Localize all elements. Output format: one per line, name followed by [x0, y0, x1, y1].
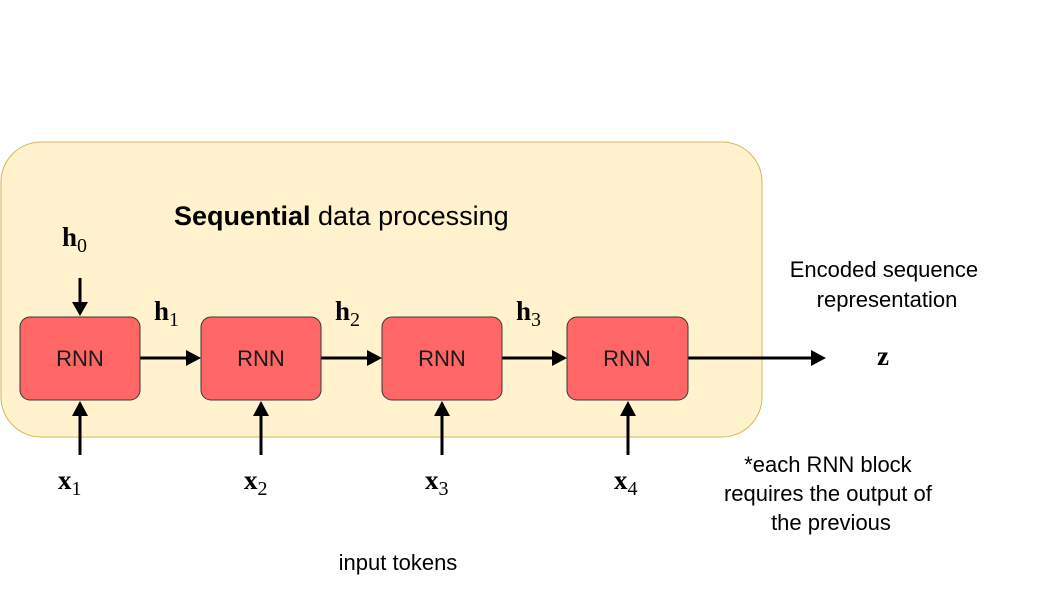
arrow-x2-to-rnn2: [253, 401, 269, 455]
arrow-rnn1-to-rnn2: [140, 350, 201, 366]
initial-state-label: h0: [62, 222, 87, 257]
hidden-state-label-1: h1: [154, 296, 179, 331]
rnn-block-2: RNN: [200, 316, 322, 401]
arrow-x4-to-rnn4: [620, 401, 636, 455]
rnn-block-label: RNN: [603, 346, 651, 371]
rnn-block-1: RNN: [19, 316, 141, 401]
panel-title-rest: data processing: [311, 201, 509, 231]
arrow-rnn3-to-rnn4: [502, 350, 567, 366]
input-caption: input tokens: [339, 550, 458, 575]
arrow-x1-to-rnn1: [72, 401, 88, 455]
input-label-2: x2: [244, 465, 268, 500]
panel-title: Sequential data processing: [174, 201, 509, 231]
hidden-state-label-3: h3: [516, 296, 541, 331]
input-label-3: x3: [425, 465, 449, 500]
footnote: *each RNN block requires the output of t…: [724, 452, 938, 535]
arrow-rnn4-to-output: [688, 350, 826, 366]
rnn-block-label: RNN: [56, 346, 104, 371]
rnn-block-label: RNN: [418, 346, 466, 371]
input-label-1: x1: [58, 465, 82, 500]
rnn-block-4: RNN: [566, 316, 689, 401]
rnn-block-3: RNN: [381, 316, 503, 401]
output-caption: Encoded sequence representation: [790, 257, 985, 312]
rnn-block-label: RNN: [237, 346, 285, 371]
input-label-4: x4: [614, 465, 638, 500]
panel-title-bold: Sequential: [174, 201, 311, 231]
output-label: z: [877, 341, 889, 371]
hidden-state-label-2: h2: [335, 296, 360, 331]
arrow-h0-to-rnn1: [72, 278, 88, 316]
arrow-x3-to-rnn3: [434, 401, 450, 455]
arrow-rnn2-to-rnn3: [321, 350, 382, 366]
